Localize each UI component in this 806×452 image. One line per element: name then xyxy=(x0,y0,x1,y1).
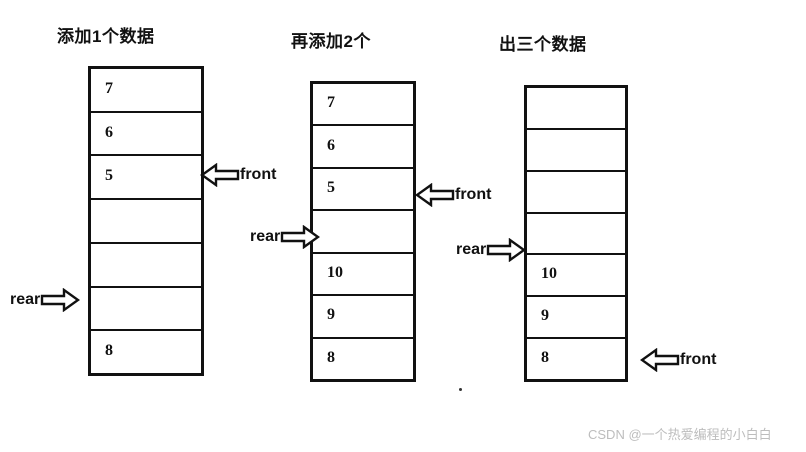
pointer-label: front xyxy=(680,351,717,368)
arrow-right-icon xyxy=(280,225,321,249)
queue-cell: 10 xyxy=(527,255,625,298)
queue-box-1: 7 6 5 8 xyxy=(88,66,204,376)
pointer-label: rear xyxy=(250,228,281,245)
queue-cell-value: 7 xyxy=(327,94,335,112)
queue-cell-value: 8 xyxy=(541,349,549,367)
queue-cell-value: 7 xyxy=(105,79,113,97)
queue-cell: 10 xyxy=(313,254,413,297)
queue-cell: 6 xyxy=(313,126,413,169)
pointer-label: front xyxy=(240,166,277,183)
pointer-front-2: front xyxy=(415,183,491,207)
queue-cell xyxy=(527,214,625,256)
queue-cell: 9 xyxy=(313,296,413,339)
queue-cell: 8 xyxy=(527,339,625,379)
pointer-rear-2: rear xyxy=(250,225,321,249)
queue-cell: 8 xyxy=(91,331,201,373)
queue-box-3: 10 9 8 xyxy=(524,85,628,382)
queue-cell: 6 xyxy=(91,113,201,157)
queue-box-2: 7 6 5 10 9 8 xyxy=(310,81,416,382)
queue-cell: 7 xyxy=(91,69,201,113)
pointer-label: rear xyxy=(456,241,487,258)
arrow-left-icon xyxy=(415,183,455,207)
stray-dot-mark xyxy=(459,388,462,391)
queue-cell xyxy=(313,211,413,254)
panel-title-2: 再添加2个 xyxy=(291,32,371,51)
queue-cell-value: 9 xyxy=(541,307,549,325)
queue-cell: 5 xyxy=(91,156,201,201)
queue-cell xyxy=(91,288,201,332)
queue-cell-value: 8 xyxy=(105,342,113,360)
pointer-front-1: front xyxy=(200,163,276,187)
queue-cell: 8 xyxy=(313,339,413,379)
queue-cell: 7 xyxy=(313,84,413,127)
arrow-right-icon xyxy=(486,238,527,262)
arrow-left-icon xyxy=(200,163,240,187)
queue-cell-value: 5 xyxy=(327,179,335,197)
panel-title-1: 添加1个数据 xyxy=(57,27,155,46)
panel-title-3: 出三个数据 xyxy=(499,35,587,54)
queue-cell-value: 6 xyxy=(327,136,335,154)
pointer-rear-3: rear xyxy=(456,238,527,262)
arrow-right-icon xyxy=(40,288,81,312)
queue-cell: 9 xyxy=(527,297,625,340)
queue-cell-value: 5 xyxy=(105,167,113,185)
queue-cell: 5 xyxy=(313,169,413,212)
queue-cell xyxy=(527,88,625,130)
csdn-watermark: CSDN @一个热爱编程的小白白 xyxy=(588,427,772,442)
arrow-left-icon xyxy=(640,348,680,372)
pointer-rear-1: rear xyxy=(10,288,81,312)
queue-cell-value: 9 xyxy=(327,306,335,324)
pointer-label: rear xyxy=(10,291,41,308)
queue-cell-value: 10 xyxy=(541,265,557,283)
queue-cell xyxy=(527,172,625,214)
queue-cell xyxy=(91,200,201,244)
queue-cell-value: 6 xyxy=(105,123,113,141)
queue-cell-value: 8 xyxy=(327,348,335,366)
queue-cell-value: 10 xyxy=(327,263,343,281)
queue-cell xyxy=(527,130,625,172)
queue-cell xyxy=(91,244,201,288)
pointer-label: front xyxy=(455,186,492,203)
pointer-front-3: front xyxy=(640,348,716,372)
